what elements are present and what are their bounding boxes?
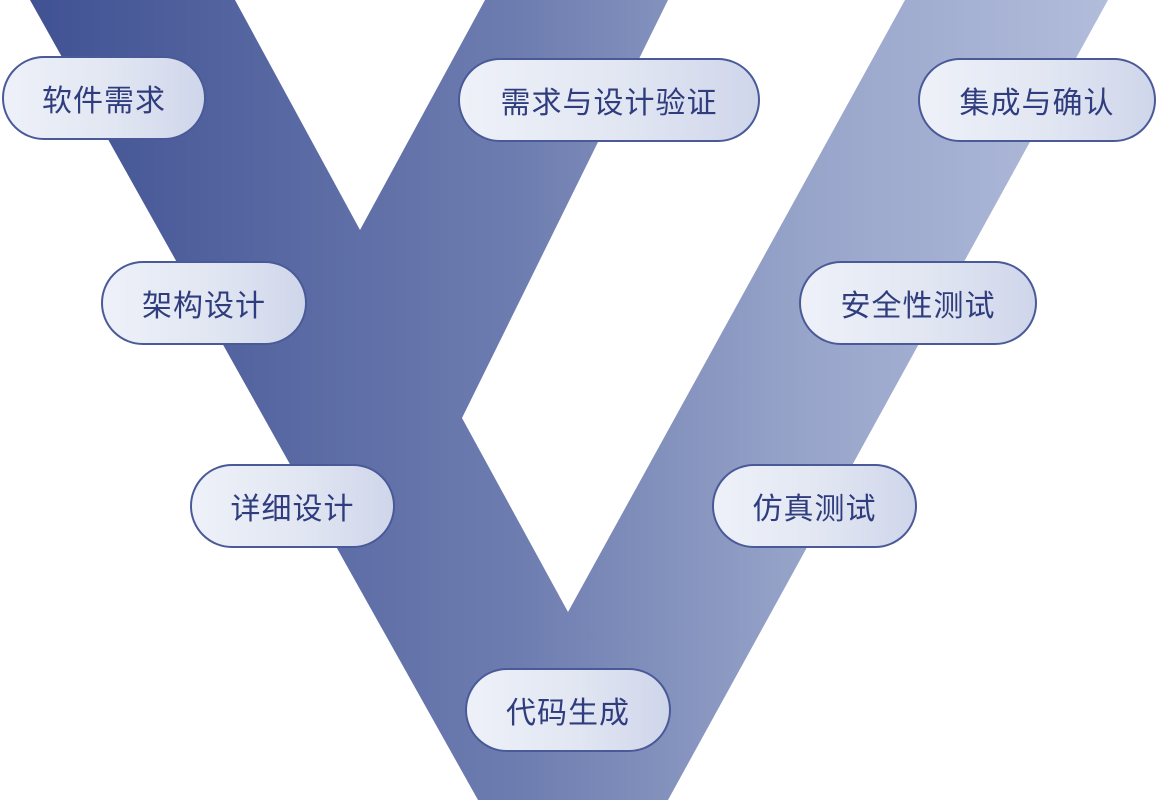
stage-pill-code-generation[interactable]: 代码生成	[465, 668, 671, 752]
stage-pill-safety-testing[interactable]: 安全性测试	[799, 261, 1037, 345]
stage-pill-architecture-design[interactable]: 架构设计	[101, 261, 307, 345]
stage-label: 安全性测试	[840, 289, 996, 324]
stage-label: 代码生成	[506, 696, 630, 731]
stage-label: 软件需求	[42, 84, 166, 119]
stage-pill-detailed-design[interactable]: 详细设计	[190, 464, 395, 548]
stage-label: 架构设计	[142, 289, 266, 324]
stage-pill-simulation-testing[interactable]: 仿真测试	[712, 464, 917, 548]
stage-label: 详细设计	[230, 492, 355, 527]
stage-label: 集成与确认	[959, 86, 1115, 121]
stage-pill-requirements-design-verification[interactable]: 需求与设计验证	[458, 58, 760, 142]
stage-pill-integration-validation[interactable]: 集成与确认	[918, 58, 1156, 142]
stage-label: 需求与设计验证	[500, 86, 718, 121]
v-band-shape	[30, 0, 1108, 800]
stage-label: 仿真测试	[752, 492, 877, 527]
stage-pill-software-requirements[interactable]: 软件需求	[2, 56, 206, 140]
